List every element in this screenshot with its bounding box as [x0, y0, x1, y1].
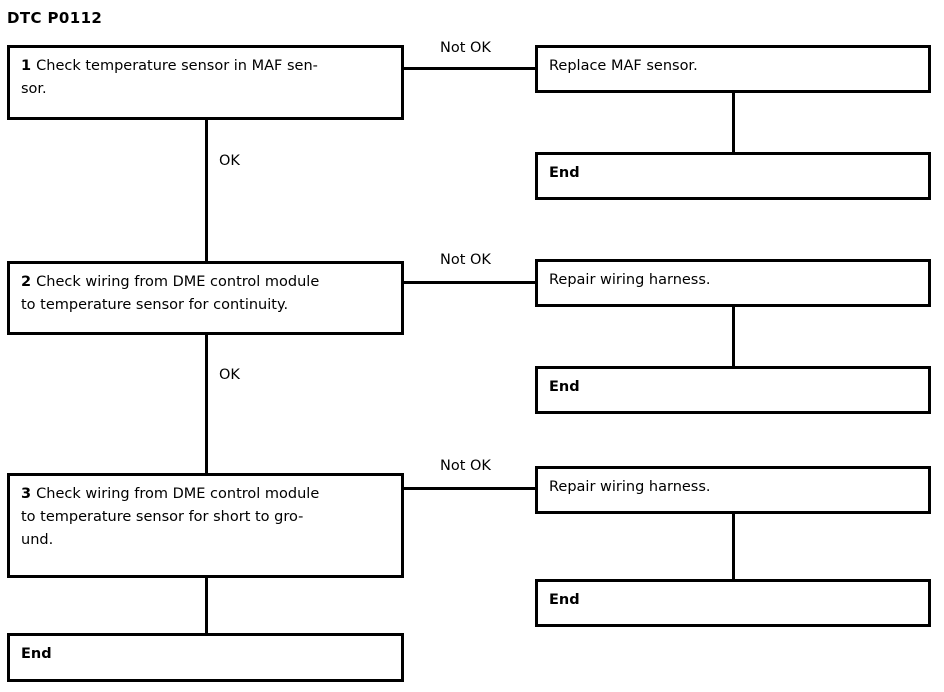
action-1-text: Replace MAF sensor.	[549, 58, 698, 74]
connector-step-3-to-final-end	[205, 575, 208, 635]
connector-step-1-ok	[205, 117, 208, 264]
end-1-box[interactable]: End	[535, 152, 931, 200]
label-step-2-not-ok: Not OK	[438, 252, 493, 269]
end-2-text: End	[549, 379, 580, 395]
label-step-1-not-ok: Not OK	[438, 40, 493, 57]
step-3-line-1: Check wiring from DME control module	[36, 486, 320, 502]
step-2-line-2: to temperature sensor for continuity.	[21, 297, 289, 313]
connector-step-1-not-ok	[402, 67, 537, 70]
step-2-line-1: Check wiring from DME control module	[36, 274, 320, 290]
step-1-number: 1	[21, 58, 37, 74]
action-2-text: Repair wiring harness.	[549, 272, 711, 288]
end-1-text: End	[549, 165, 580, 181]
label-step-2-ok: OK	[217, 367, 242, 384]
step-3-line-3: und.	[21, 532, 54, 548]
action-3-text: Repair wiring harness.	[549, 479, 711, 495]
action-1-box[interactable]: Replace MAF sensor.	[535, 45, 931, 93]
connector-action-2-to-end	[732, 304, 735, 369]
label-step-3-not-ok: Not OK	[438, 458, 493, 475]
final-end-text: End	[21, 646, 52, 662]
end-3-text: End	[549, 592, 580, 608]
action-3-box[interactable]: Repair wiring harness.	[535, 466, 931, 514]
action-2-box[interactable]: Repair wiring harness.	[535, 259, 931, 307]
step-3-line-2: to temperature sensor for short to gro-	[21, 509, 304, 525]
end-3-box[interactable]: End	[535, 579, 931, 627]
connector-step-3-not-ok	[402, 487, 537, 490]
connector-step-2-not-ok	[402, 281, 537, 284]
step-1-line-2: sor.	[21, 81, 47, 97]
step-2-box[interactable]: 2 Check wiring from DME control module t…	[7, 261, 404, 335]
final-end-box[interactable]: End	[7, 633, 404, 682]
step-1-box[interactable]: 1 Check temperature sensor in MAF sen- s…	[7, 45, 404, 120]
step-2-number: 2	[21, 274, 37, 290]
label-step-1-ok: OK	[217, 153, 242, 170]
end-2-box[interactable]: End	[535, 366, 931, 414]
page-title: DTC P0112	[7, 9, 103, 27]
step-1-line-1: Check temperature sensor in MAF sen-	[36, 58, 318, 74]
step-3-number: 3	[21, 486, 37, 502]
connector-step-2-ok	[205, 332, 208, 476]
connector-action-3-to-end	[732, 511, 735, 579]
connector-action-1-to-end	[732, 90, 735, 155]
step-3-box[interactable]: 3 Check wiring from DME control module t…	[7, 473, 404, 578]
